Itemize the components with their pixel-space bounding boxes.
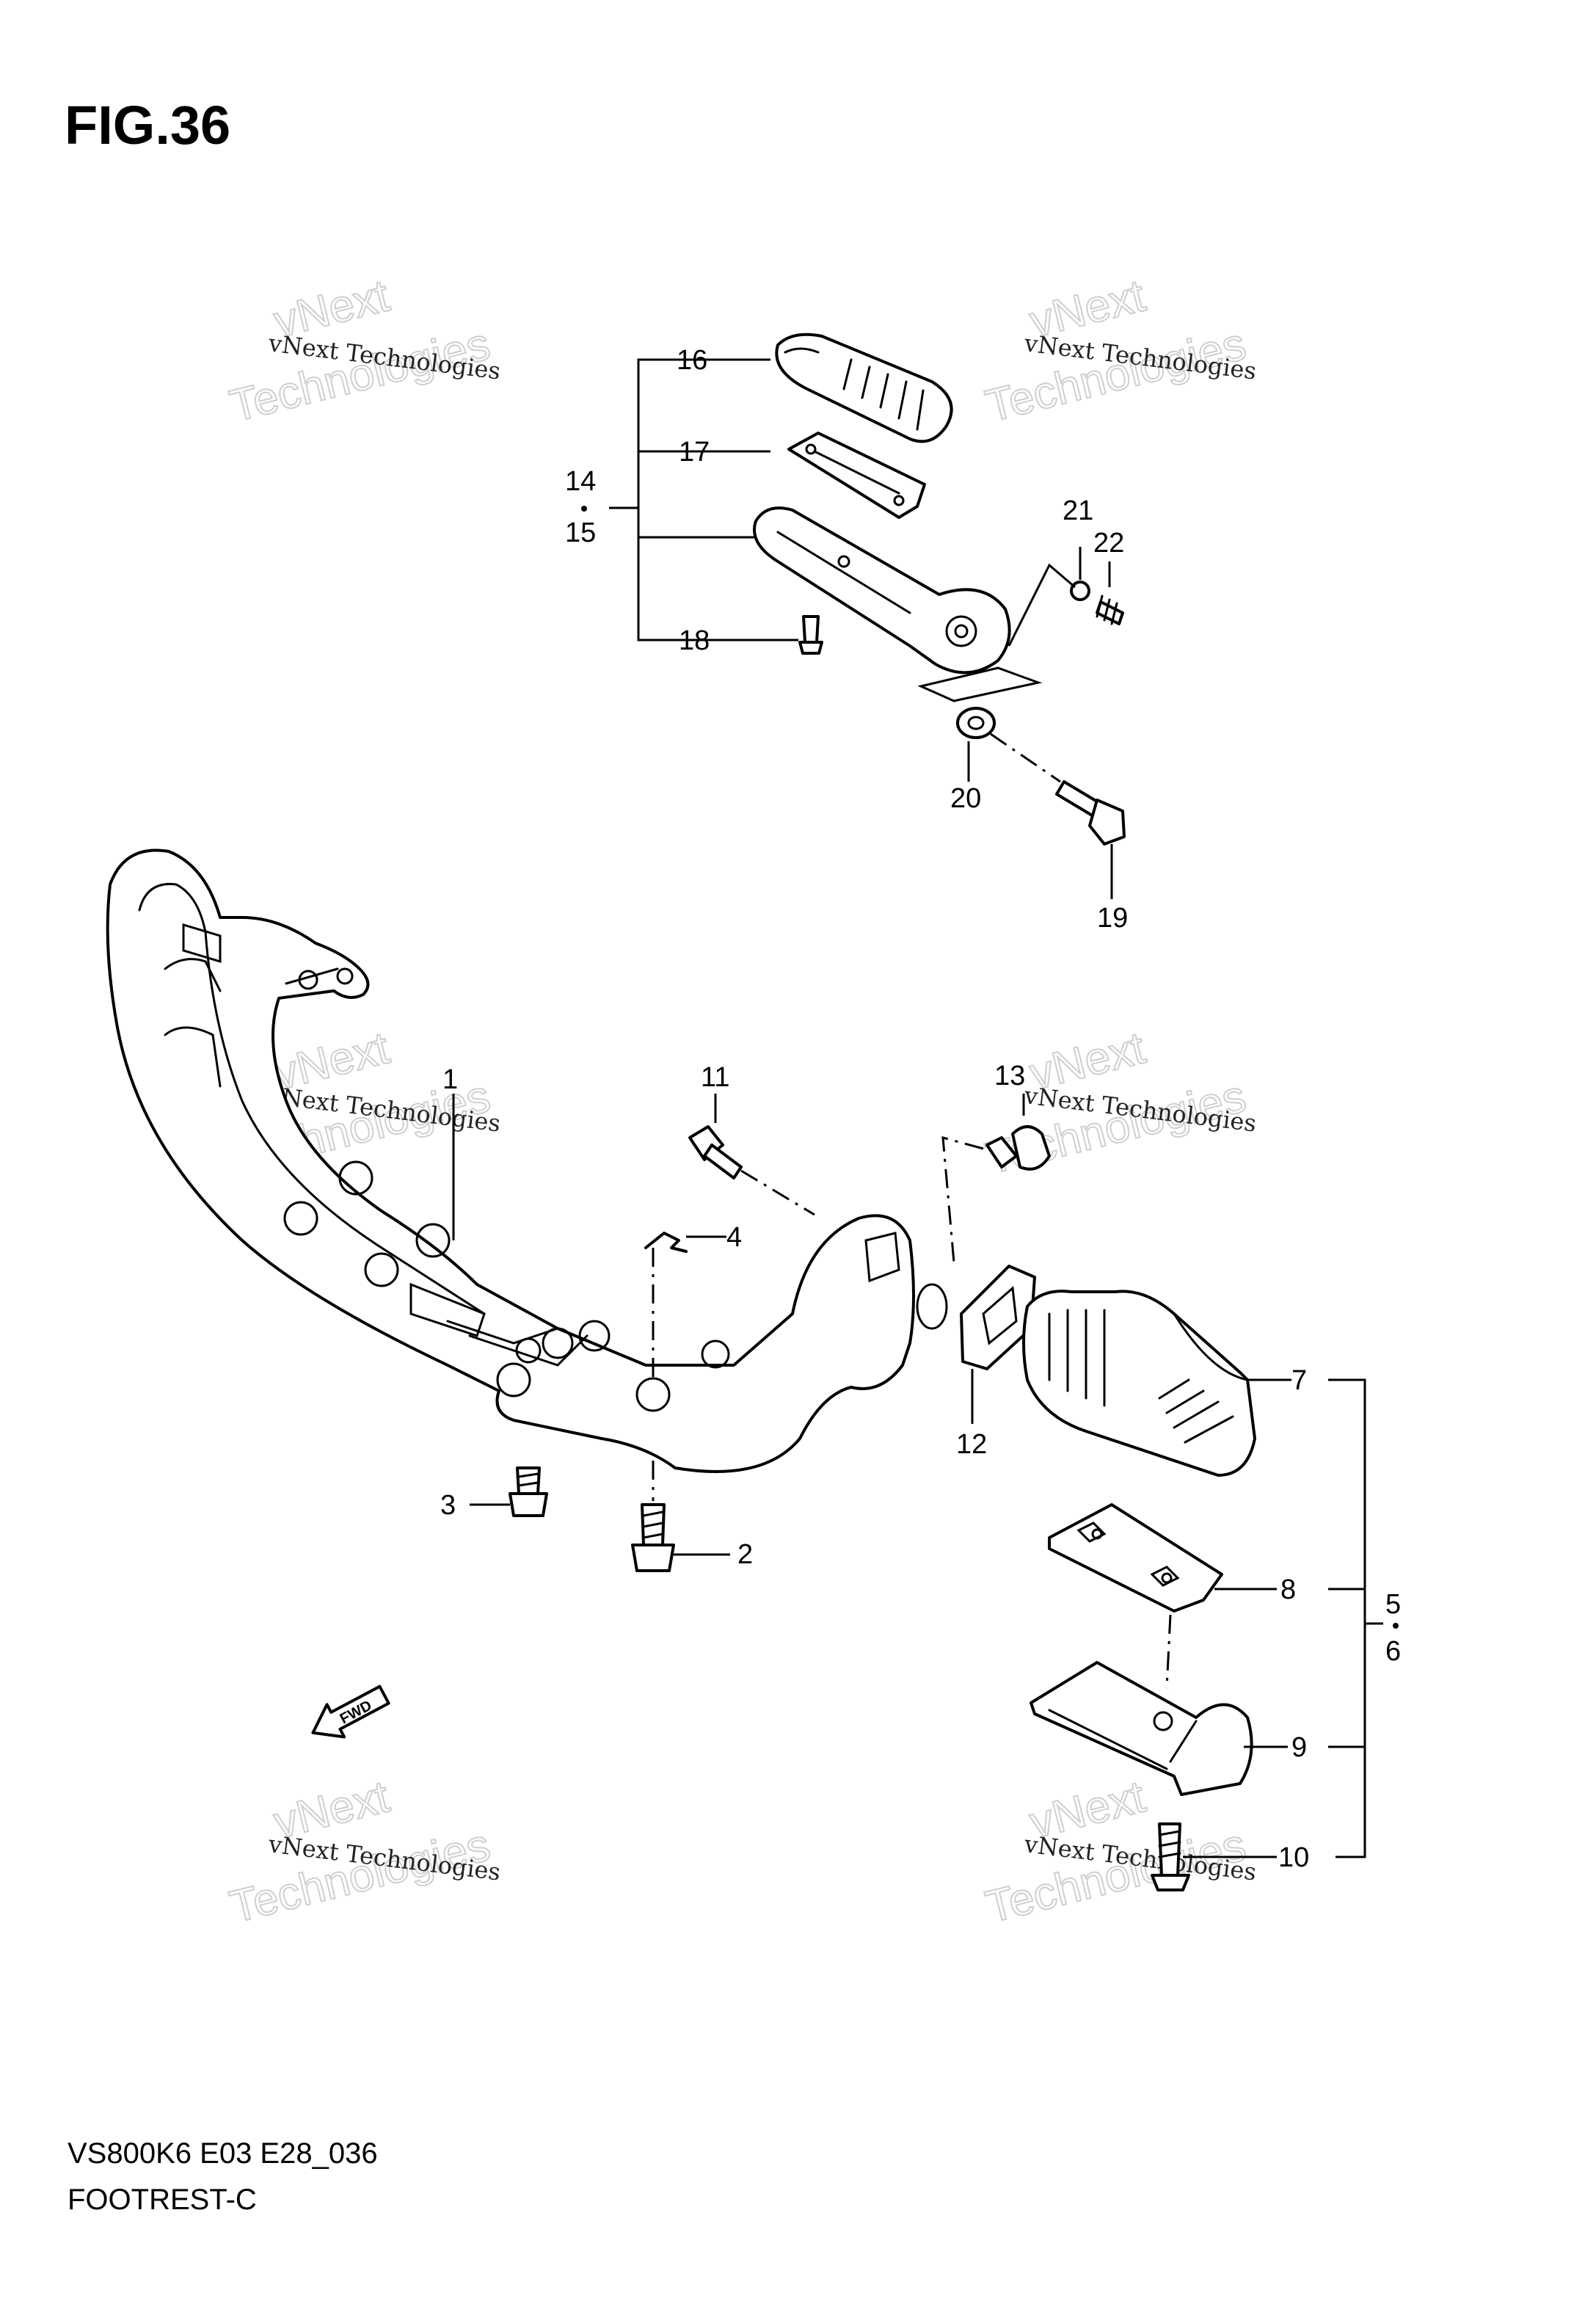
callout-1: 1 xyxy=(442,1064,458,1095)
figure-title: FIG.36 xyxy=(65,95,231,156)
callout-2: 2 xyxy=(737,1539,753,1570)
leader-21-arm xyxy=(1007,563,1076,647)
footrest-plate-8 xyxy=(1048,1503,1277,1689)
callout-5: 5 xyxy=(1385,1589,1401,1620)
callouts: 1 2 3 4 5 6 7 8 9 10 11 12 13 14 15 16 1… xyxy=(440,345,1401,1873)
peg-arm-14-15 xyxy=(753,506,1011,675)
bolt-11 xyxy=(688,1094,815,1216)
screw-10 xyxy=(1151,1822,1277,1891)
callout-12: 12 xyxy=(956,1429,987,1460)
figure-code: VS800K6 E03 E28_036 xyxy=(68,2137,378,2170)
callout-21: 21 xyxy=(1063,495,1093,526)
callout-22: 22 xyxy=(1093,528,1124,559)
peg-rubber-16 xyxy=(775,332,953,443)
footrest-base-9 xyxy=(1030,1661,1288,1796)
bracket-14-15 xyxy=(609,358,770,641)
watermark-bottom-left: vNext Technologies vNext Technologies xyxy=(225,1770,502,1933)
callout-18: 18 xyxy=(679,625,710,656)
bracket-5-6 xyxy=(1328,1378,1383,1858)
break-line xyxy=(917,666,1043,702)
callout-20: 20 xyxy=(950,783,981,814)
callout-11: 11 xyxy=(701,1062,729,1093)
footrest-rubber-7 xyxy=(1022,1290,1291,1477)
watermark-top-right: vNext Technologies vNext Technologies xyxy=(980,269,1258,432)
callout-4: 4 xyxy=(726,1222,742,1253)
screw-18 xyxy=(734,615,823,655)
callout-13: 13 xyxy=(994,1061,1025,1091)
watermark-bottom-right: vNext Technologies vNext Technologies xyxy=(980,1770,1258,1933)
callout-7: 7 xyxy=(1291,1365,1307,1396)
peg-plate-17 xyxy=(787,432,926,519)
spring-22 xyxy=(1096,561,1124,625)
bolt-2 xyxy=(631,1461,730,1572)
pin-21 xyxy=(1070,547,1090,601)
callout-3: 3 xyxy=(440,1490,456,1521)
washer-20 xyxy=(956,707,996,782)
callout-9: 9 xyxy=(1291,1732,1307,1763)
watermark-top-left: vNext Technologies vNext Technologies xyxy=(225,269,502,432)
callout-8: 8 xyxy=(1280,1574,1296,1605)
figure-name: FOOTREST-C xyxy=(68,2184,257,2216)
separator-dot-14-15 xyxy=(581,506,587,512)
callout-10: 10 xyxy=(1278,1842,1309,1873)
callout-14: 14 xyxy=(565,466,596,497)
callout-6: 6 xyxy=(1385,1636,1401,1667)
callout-19: 19 xyxy=(1097,903,1128,934)
footrest-bracket-1 xyxy=(106,848,948,1473)
pivot-bolt-19 xyxy=(990,733,1126,899)
clip-4 xyxy=(644,1232,726,1380)
forward-arrow-icon: FWD xyxy=(311,1684,390,1739)
callout-17: 17 xyxy=(679,437,710,468)
separator-dot-5-6 xyxy=(1393,1623,1399,1629)
bolt-3 xyxy=(470,1466,548,1517)
callout-16: 16 xyxy=(677,345,707,376)
pin-13 xyxy=(941,1094,1051,1263)
callout-15: 15 xyxy=(565,517,596,548)
